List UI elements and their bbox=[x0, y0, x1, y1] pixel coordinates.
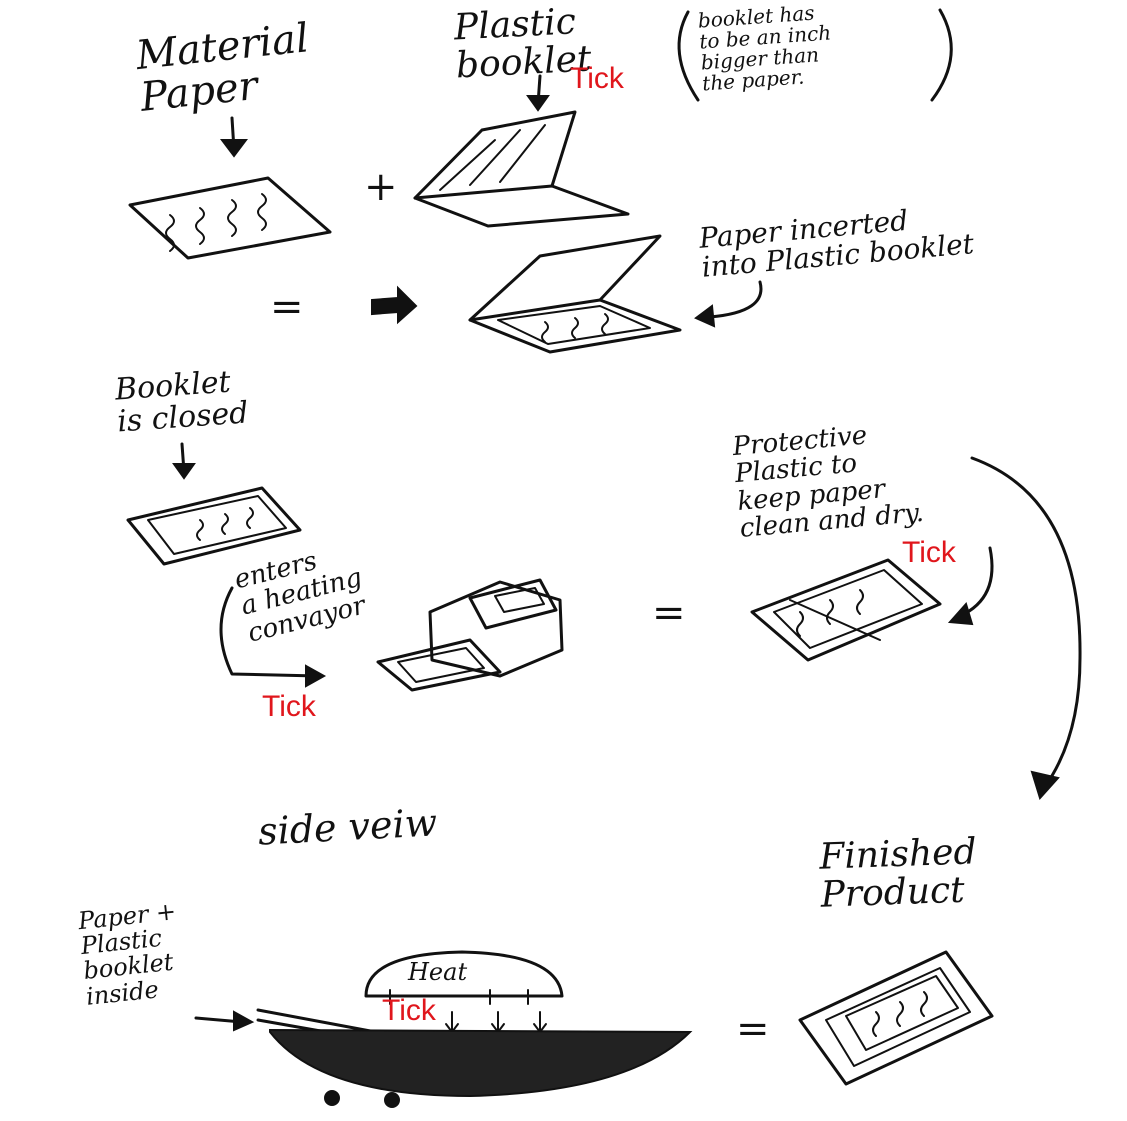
note-bracket-right bbox=[932, 10, 951, 100]
laminated-sheet-drawing bbox=[752, 560, 940, 660]
note-bracket-left bbox=[679, 12, 698, 100]
open-booklet-drawing bbox=[415, 112, 628, 226]
laminator-drawing bbox=[378, 580, 562, 690]
arrow-curve-finished bbox=[972, 458, 1080, 798]
finished-product-drawing bbox=[800, 952, 992, 1084]
arrow-down-closed bbox=[174, 444, 194, 478]
label-protective-plastic: Protective Plastic to keep paper clean a… bbox=[732, 418, 925, 543]
label-equals-1: = bbox=[270, 286, 304, 328]
paper-sheet-drawing bbox=[130, 178, 330, 258]
label-heat: Heat bbox=[408, 960, 467, 985]
label-finished-product: Finished Product bbox=[819, 833, 979, 914]
tick-protective-plastic: Tick bbox=[902, 538, 956, 568]
arrow-curve-inserted bbox=[696, 282, 761, 326]
conveyor-side-drawing bbox=[258, 1010, 690, 1107]
label-booklet-note: booklet has to be an inch bigger than th… bbox=[697, 2, 834, 95]
label-material-paper: Material Paper bbox=[134, 17, 315, 119]
label-equals-3: = bbox=[736, 1008, 770, 1050]
tick-heating-conveyor: Tick bbox=[262, 692, 316, 722]
label-booklet-closed: Booklet is closed bbox=[114, 365, 249, 437]
booklet-with-paper-drawing bbox=[470, 236, 680, 352]
arrow-down-material bbox=[222, 118, 246, 156]
tick-plastic-booklet: Tick bbox=[570, 64, 624, 94]
closed-booklet-drawing bbox=[128, 488, 300, 564]
arrow-curve-protective bbox=[950, 548, 992, 624]
tick-side-view: Tick bbox=[382, 996, 436, 1026]
label-side-view: side veiw bbox=[257, 803, 438, 852]
bold-arrow-right bbox=[372, 288, 416, 322]
label-paper-plastic-inside: Paper + Plastic booklet inside bbox=[77, 899, 185, 1009]
label-equals-2: = bbox=[652, 592, 686, 634]
arrow-to-conveyor bbox=[196, 1012, 252, 1030]
label-plus: + bbox=[364, 166, 398, 208]
